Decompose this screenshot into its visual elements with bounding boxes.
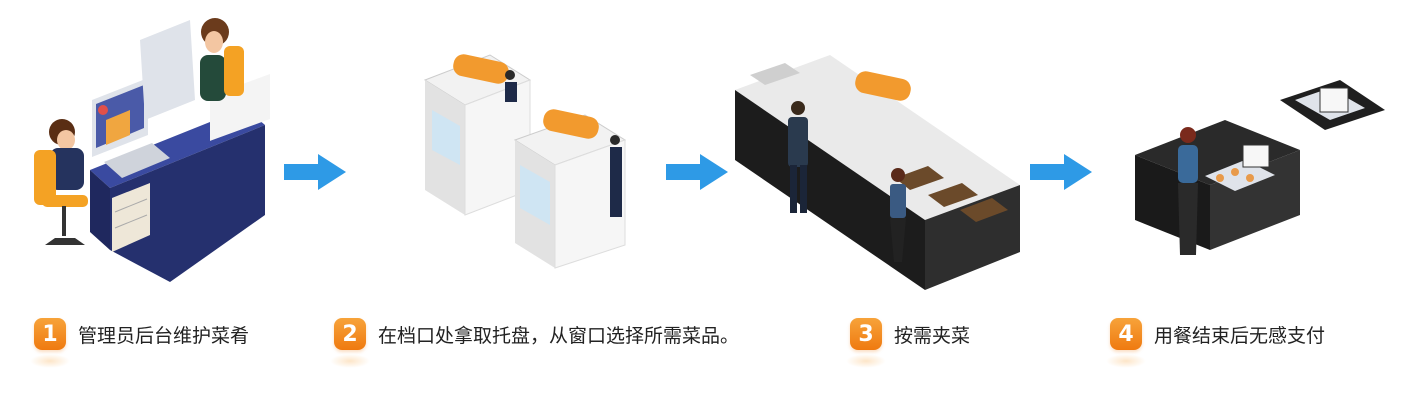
step-1: 1 管理员后台维护菜肴 bbox=[30, 318, 250, 368]
step-number-badge: 2 bbox=[330, 318, 370, 368]
step-4: 4 用餐结束后无感支付 bbox=[1106, 318, 1326, 368]
step-2: 2 在档口处拿取托盘，从窗口选择所需菜品。 bbox=[330, 318, 740, 368]
arrow-right-icon bbox=[1030, 154, 1092, 190]
step-number-badge: 4 bbox=[1106, 318, 1146, 368]
step-label: 按需夹菜 bbox=[894, 324, 971, 347]
step-label: 用餐结束后无感支付 bbox=[1154, 324, 1326, 347]
arrow-right-icon bbox=[666, 154, 728, 190]
step-label: 管理员后台维护菜肴 bbox=[78, 324, 250, 347]
arrow-right-icon bbox=[284, 154, 346, 190]
buffet-counter-icon bbox=[735, 55, 1020, 290]
step-label: 在档口处拿取托盘，从窗口选择所需菜品。 bbox=[378, 324, 740, 347]
step-number-badge: 3 bbox=[846, 318, 886, 368]
step-number-badge: 1 bbox=[30, 318, 70, 368]
step-3: 3 按需夹菜 bbox=[846, 318, 971, 368]
tray-window-icon bbox=[423, 54, 627, 269]
admin-workstation-icon bbox=[34, 18, 270, 282]
checkout-counter-icon bbox=[1135, 80, 1385, 255]
